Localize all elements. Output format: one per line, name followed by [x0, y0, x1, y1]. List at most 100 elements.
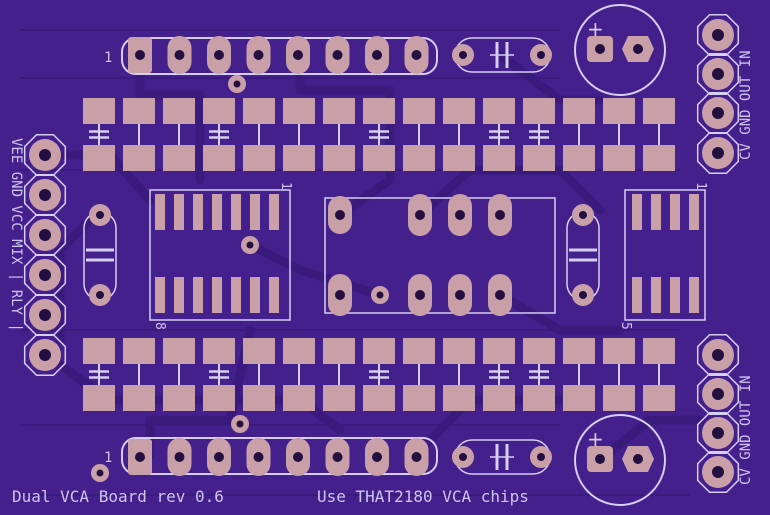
connector-drill [712, 388, 724, 400]
connector-drill [39, 269, 51, 281]
smd-pad [203, 145, 235, 171]
header-drill [332, 50, 343, 60]
ic-pad [155, 277, 165, 313]
dip-drill [495, 290, 505, 300]
vias [91, 75, 389, 482]
ic-pad [670, 277, 680, 313]
header-drill [332, 452, 343, 462]
ic-left-soic8 [149, 189, 291, 321]
connector-right-top [696, 13, 740, 175]
ic-pad [155, 194, 165, 230]
ic-pad [269, 277, 279, 313]
ic-right-pin5-label: 5 [618, 322, 633, 330]
connector-drill [712, 349, 724, 361]
smd-pad [283, 145, 315, 171]
connector-right-bottom [696, 333, 740, 494]
connector-outline [696, 13, 740, 57]
smd-pad [243, 385, 275, 411]
ic-pad [651, 277, 661, 313]
ic-pad [651, 194, 661, 230]
board-title: Dual VCA Board rev 0.6 [12, 487, 224, 506]
header-top [121, 36, 438, 75]
ic-pad [174, 194, 184, 230]
smd-resistor-row-top [83, 98, 675, 171]
smd-pad [123, 145, 155, 171]
connector-drill [712, 466, 724, 478]
ic-left-pin8-label: 8 [152, 322, 167, 330]
connector-outline [696, 411, 740, 455]
ic-pad [632, 277, 642, 313]
ic-pad [689, 194, 699, 230]
svg-text:+: + [587, 427, 604, 451]
smd-pad [363, 385, 395, 411]
ic-pad [670, 194, 680, 230]
right-connector-bottom-label: CV GND OUT IN [738, 375, 754, 485]
smd-pad [563, 338, 595, 364]
header-drill [411, 452, 422, 462]
smd-pad [443, 338, 475, 364]
header-drill [174, 50, 185, 60]
smd-pad [283, 98, 315, 124]
connector-outline [696, 450, 740, 494]
connector-outline [23, 333, 67, 377]
header-bottom [121, 437, 438, 476]
smd-pad [123, 385, 155, 411]
chip-note: Use THAT2180 VCA chips [317, 487, 529, 506]
dip-drill [455, 210, 465, 220]
smd-pad [123, 338, 155, 364]
connector-drill [712, 68, 724, 80]
smd-pad [323, 98, 355, 124]
smd-pad [603, 385, 635, 411]
smd-resistor-row-bottom [83, 338, 675, 411]
smd-pad [163, 145, 195, 171]
header-drill [214, 50, 224, 60]
smd-pad [403, 338, 435, 364]
connector-drill [39, 149, 51, 161]
smd-pad [483, 338, 515, 364]
smd-pad [163, 98, 195, 124]
smd-pad [603, 145, 635, 171]
right-connector-top-label: CV GND OUT IN [738, 50, 754, 160]
smd-pad [163, 385, 195, 411]
dip-drill [415, 210, 425, 220]
smd-pad [643, 385, 675, 411]
ic-pad [250, 194, 260, 230]
smd-pad [83, 338, 115, 364]
smd-pad [483, 385, 515, 411]
left-connector-label: VEE GND VCC MIX | RLY | [8, 138, 24, 332]
svg-text:+: + [587, 17, 604, 41]
smd-pad [563, 145, 595, 171]
ic-right-pin1-label: 1 [693, 182, 708, 190]
capacitor-left [83, 204, 117, 306]
header-drill [372, 50, 382, 60]
connector-drill [712, 107, 724, 119]
smd-pad [523, 338, 555, 364]
smd-pad [363, 338, 395, 364]
ic-pad [250, 277, 260, 313]
ic-pad [269, 194, 279, 230]
smd-pad [203, 98, 235, 124]
ic-pad [193, 277, 203, 313]
header-drill [372, 452, 382, 462]
capacitor-top [452, 37, 552, 73]
smd-pad [523, 98, 555, 124]
capacitor-bottom [452, 439, 552, 475]
header-bottom-pin1-label: 1 [104, 450, 112, 466]
ic-pad [231, 277, 241, 313]
ic-pad [689, 277, 699, 313]
smd-pad [83, 145, 115, 171]
connector-outline [696, 333, 740, 377]
smd-pad [443, 98, 475, 124]
smd-pad [483, 98, 515, 124]
smd-pad [83, 385, 115, 411]
smd-pad [203, 338, 235, 364]
ic-pad [212, 194, 222, 230]
capacitor-right [566, 204, 600, 306]
header-drill [253, 452, 264, 462]
header-drill [293, 50, 303, 60]
smd-pad [203, 385, 235, 411]
smd-pad [603, 338, 635, 364]
dip-drill [335, 210, 345, 220]
smd-pad [83, 98, 115, 124]
